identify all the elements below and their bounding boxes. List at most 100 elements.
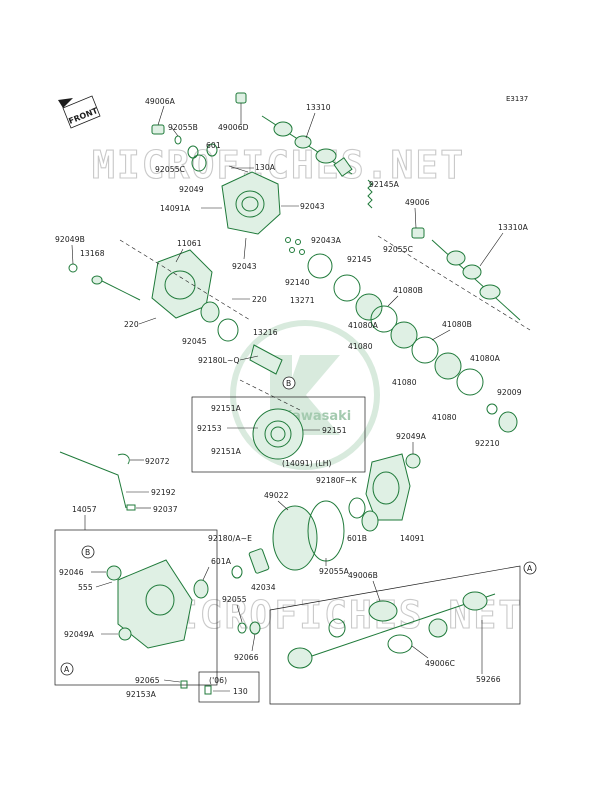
- callout-14091-lh: (14091) (LH): [282, 459, 332, 468]
- shaft-13310A-axis: [431, 239, 521, 321]
- shim-92180LQ: [217, 318, 239, 342]
- callout-41080B-b: 41080B: [442, 320, 472, 329]
- ref-circle-b-bottom: [81, 545, 95, 559]
- callout-42034: 42034: [251, 583, 276, 592]
- clamp-92037: [126, 504, 136, 511]
- cv-ring: [428, 618, 448, 638]
- callout-41080A-a: 41080A: [348, 321, 379, 330]
- disc-92043A: [307, 253, 333, 279]
- callout-220-a: 220: [252, 295, 267, 304]
- callout-92151A-a: 92151A: [211, 404, 242, 413]
- seal-49006A: [151, 124, 165, 135]
- callout-92055B: 92055B: [168, 123, 198, 132]
- seal-92046: [106, 565, 122, 581]
- callout-ref-a-left: A: [64, 665, 70, 674]
- bolt-92153A: [180, 680, 188, 689]
- callout-13271: 13271: [290, 296, 315, 305]
- callout-92049B: 92049B: [55, 235, 85, 244]
- callout-41080-a: 41080: [348, 342, 373, 351]
- diagram-code: E3137: [506, 95, 528, 103]
- bearing-92049B: [68, 263, 78, 273]
- callout-ref-a-right: A: [527, 564, 533, 573]
- front-arrow-icon: FRONT: [58, 95, 101, 129]
- ring-gear-49022: [272, 505, 318, 571]
- callout-92153-a: 92153: [197, 424, 222, 433]
- ref-circle-a-right: [523, 561, 537, 575]
- gear-case-14057: [117, 559, 193, 649]
- bearing-92049A-b: [118, 627, 132, 641]
- callout-92140: 92140: [285, 278, 310, 287]
- callout-13168: 13168: [80, 249, 105, 258]
- callout-41080A-b: 41080A: [470, 354, 501, 363]
- joint-13310-b: [294, 135, 312, 149]
- ring-92009: [486, 403, 498, 415]
- callout-92043-a: 92043: [300, 202, 325, 211]
- seal-49006D: [235, 92, 247, 104]
- housing-14091-lh: [252, 408, 304, 460]
- callout-13216: 13216: [253, 328, 278, 337]
- cv-joint-outer: [462, 591, 488, 611]
- callout-49006B: 49006B: [348, 571, 378, 580]
- seal-49006: [411, 227, 425, 239]
- callout-49006D: 49006D: [218, 123, 249, 132]
- oring-92055: [237, 622, 247, 634]
- plate-41080: [390, 321, 418, 349]
- yoke-13310: [333, 157, 353, 177]
- callout-555: 555: [78, 583, 93, 592]
- watermark-top: MICROFICHES.NET: [92, 143, 465, 187]
- shaft-13168: [95, 277, 141, 301]
- callout-92046: 92046: [59, 568, 84, 577]
- watermark-group: MICROFICHES.NET MICROFICHES.NET: [91, 142, 521, 637]
- bearing-92049A: [405, 453, 421, 469]
- callout-92009: 92009: [497, 388, 522, 397]
- plate-41080A: [355, 293, 383, 321]
- callout-92072: 92072: [145, 457, 170, 466]
- callout-year-06: ('06): [209, 676, 227, 685]
- year-box: [198, 671, 260, 703]
- bearing-92049: [206, 143, 218, 157]
- callout-14057: 14057: [72, 505, 97, 514]
- parts-art: [54, 92, 537, 705]
- callout-11061: 11061: [177, 239, 202, 248]
- cv-bearing-a: [328, 618, 346, 638]
- callout-130A: 130A: [255, 163, 276, 172]
- housing-14091: [365, 453, 411, 521]
- gear-case-box: [54, 529, 218, 686]
- shim-92180AE: [231, 565, 243, 579]
- clip-92072: [117, 453, 130, 465]
- callout-92049A-a: 92049A: [396, 432, 427, 441]
- callout-41080-c: 41080: [432, 413, 457, 422]
- ref-circle-a-left: [60, 662, 74, 676]
- callout-92180AE: 92180/A~E: [208, 534, 252, 543]
- callout-92043A: 92043A: [311, 236, 342, 245]
- callout-92145A: 92145A: [369, 180, 400, 189]
- plate-41080A-b: [456, 368, 484, 396]
- joint-13310-c: [315, 148, 337, 164]
- callout-59266: 59266: [476, 675, 501, 684]
- callout-41080-b: 41080: [392, 378, 417, 387]
- disc-13271: [333, 274, 361, 302]
- boot-49006B: [368, 600, 398, 622]
- housing-14091A-bore: [235, 190, 265, 218]
- callout-92037: 92037: [153, 505, 178, 514]
- callout-92180LQ: 92180L~Q: [198, 356, 240, 365]
- housing-14091A: [221, 171, 281, 235]
- callout-14091: 14091: [400, 534, 425, 543]
- shim-92180FK: [348, 497, 366, 519]
- drive-shaft-box: [269, 565, 521, 705]
- bearing-92045: [200, 301, 220, 323]
- callout-92043-b: 92043: [232, 262, 257, 271]
- callout-92153A: 92153A: [126, 690, 157, 699]
- plate-41080-b: [434, 352, 462, 380]
- joint-13310A-c: [479, 284, 501, 300]
- seal-601A: [193, 579, 209, 599]
- bearing-92210: [498, 411, 518, 433]
- ring-92066: [249, 621, 261, 635]
- callout-601: 601: [206, 141, 221, 150]
- callout-92066: 92066: [234, 653, 259, 662]
- joint-13310-a: [273, 121, 293, 137]
- callout-ref-b-top: B: [286, 379, 291, 388]
- cover-11061-bore: [164, 270, 196, 300]
- callout-13310A: 13310A: [498, 223, 529, 232]
